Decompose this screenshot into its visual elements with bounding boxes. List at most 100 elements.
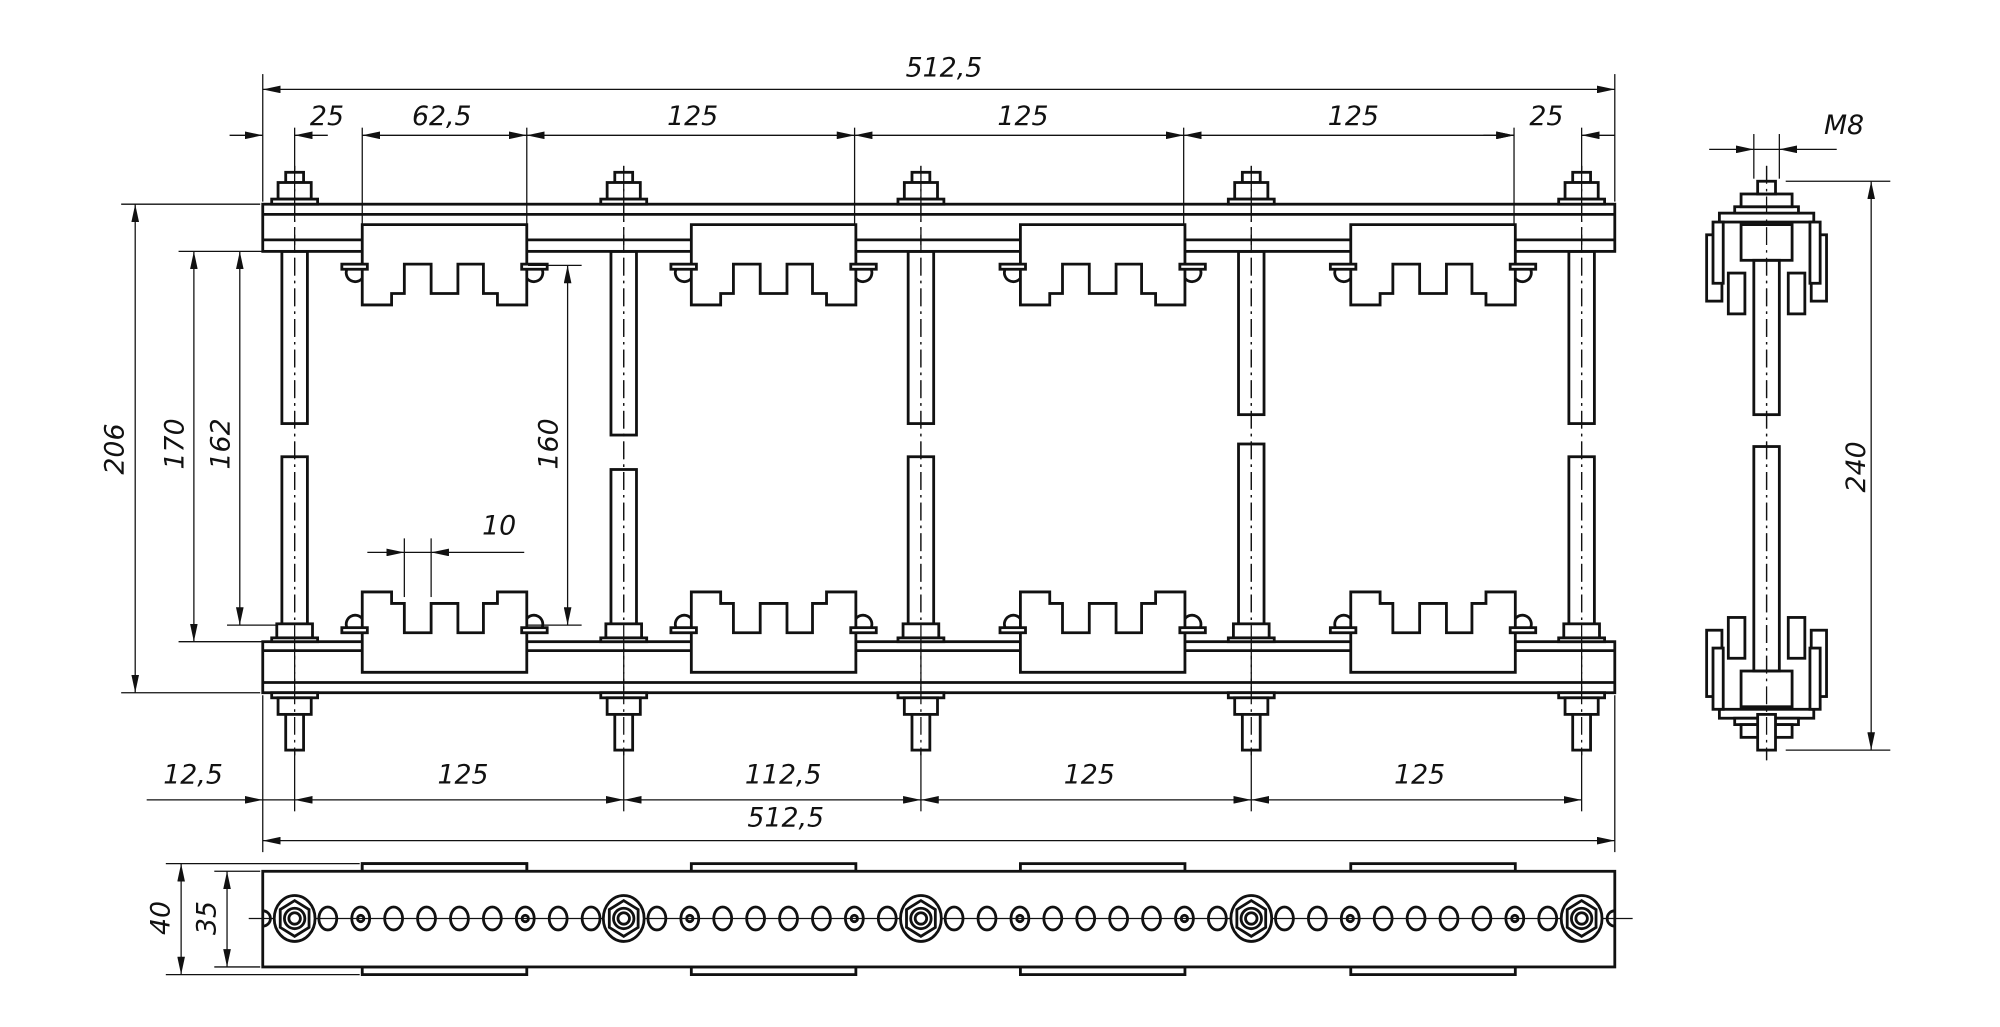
plan-hole-bolted <box>1504 905 1526 932</box>
clamp-screw-head <box>344 268 364 284</box>
dim-slot-width: 10 <box>482 511 516 542</box>
top-clamp <box>689 223 858 307</box>
dim-top-seg-6: 25 <box>1529 101 1563 132</box>
clamp-screw-head <box>854 613 874 629</box>
clamp-washer <box>1508 262 1538 271</box>
plan-hole-bolted <box>844 905 865 932</box>
plan-nut-bore <box>283 906 307 931</box>
clamp-washer <box>669 626 698 635</box>
plan-hole <box>943 905 965 932</box>
side-clamp-block <box>1786 616 1807 660</box>
plan-nut-hex-icon <box>905 898 937 938</box>
plan-hole-bolt <box>520 913 530 924</box>
plan-bolt-end <box>1574 911 1589 926</box>
dim-thread: M8 <box>1824 110 1864 141</box>
plan-hole <box>1207 905 1228 932</box>
bottom-clamp <box>360 590 529 674</box>
plan-hole <box>1042 905 1064 932</box>
plan-bolt-end <box>913 911 929 926</box>
clamp-screw-head <box>1003 268 1022 284</box>
dimension-lines <box>121 74 1891 976</box>
plan-hole <box>580 905 602 932</box>
clamp-washer <box>998 626 1027 635</box>
clamp-washer <box>1178 626 1207 635</box>
plan-hole <box>646 905 668 932</box>
dim-bottom-seg-1: 12,5 <box>163 759 223 790</box>
plan-nut-hex-icon <box>1565 898 1598 938</box>
clamp-screw-head <box>525 268 545 284</box>
clamp-washer <box>1178 262 1207 271</box>
plan-bolt-end <box>616 911 631 926</box>
clamp-screw-head <box>525 613 545 629</box>
dim-bottom-seg-2: 125 <box>438 759 489 790</box>
plan-hole-bolted <box>1009 905 1031 932</box>
plan-nut-hex-icon <box>607 898 640 938</box>
clamp-screw-head <box>344 613 364 629</box>
dim-overall-width-bottom: 512,5 <box>747 803 824 834</box>
top-clamp <box>1019 223 1187 307</box>
clamp-washer <box>340 626 369 635</box>
plan-hole <box>712 905 734 932</box>
plan-hole <box>416 905 437 932</box>
plan-hole <box>876 905 898 932</box>
dim-bottom-seg-3: 112,5 <box>745 759 822 790</box>
plan-hole <box>1537 905 1559 932</box>
clamp-screw-head <box>1333 268 1352 284</box>
plan-hole <box>811 905 832 932</box>
clamp-screw-head <box>1514 268 1533 284</box>
plan-nut-bore <box>1570 906 1594 931</box>
side-profile-wall <box>1808 220 1822 285</box>
plan-nut-bore <box>612 906 636 931</box>
dim-height-206: 206 <box>100 424 131 475</box>
clamp-washer <box>998 262 1027 271</box>
plan-hole <box>1471 905 1493 932</box>
side-clamp-block <box>1726 616 1747 660</box>
dim-height-160: 160 <box>533 418 564 469</box>
dim-bottom-seg-5: 125 <box>1394 759 1445 790</box>
plan-hole-bolt <box>1015 913 1025 924</box>
plan-hole <box>1274 905 1295 932</box>
clamp-washer <box>849 626 878 635</box>
plan-hole-bolted <box>514 905 536 932</box>
clamp-washer <box>669 262 698 271</box>
dim-height-162: 162 <box>206 418 237 469</box>
clamp-washer <box>1508 626 1538 635</box>
dim-top-seg-3: 125 <box>667 101 718 132</box>
dim-top-seg-5: 125 <box>1328 101 1379 132</box>
dim-top-seg-1: 25 <box>310 101 344 132</box>
plan-hole <box>449 905 470 932</box>
side-clamp-block <box>1726 271 1747 316</box>
plan-hole-bolt <box>356 913 366 924</box>
plan-hole <box>547 905 569 932</box>
plan-hole <box>1307 905 1328 932</box>
clamp-washer <box>849 262 878 271</box>
plan-hole-bolted <box>1174 905 1195 932</box>
plan-hole-bolt <box>1345 913 1355 924</box>
clamp-screw-head <box>854 268 874 284</box>
plan-hole <box>976 905 998 932</box>
plan-bolt-end <box>1244 911 1259 926</box>
dim-top-seg-2: 62,5 <box>412 101 472 132</box>
plan-bolt-end <box>287 911 302 926</box>
plan-hole <box>1108 905 1129 932</box>
clamp-screw-head <box>1183 613 1203 629</box>
dim-bottom-seg-4: 125 <box>1064 759 1115 790</box>
clamp-washer <box>520 262 549 271</box>
plan-hole-bolt <box>1179 913 1190 924</box>
plan-hole <box>383 905 404 932</box>
plan-hole <box>1075 905 1097 932</box>
dim-plan-width-outer: 40 <box>146 901 177 935</box>
clamp-screw-head <box>673 268 693 284</box>
side-profile-wall <box>1711 646 1725 711</box>
clamp-washer <box>1328 626 1358 635</box>
dim-overall-width-top: 512,5 <box>906 53 983 84</box>
top-clamp <box>1349 223 1517 307</box>
clamp-screw-head <box>673 613 693 629</box>
plan-nut-hex-icon <box>278 898 311 938</box>
dim-height-170: 170 <box>160 418 191 469</box>
plan-nut-hex-icon <box>1235 898 1268 938</box>
plan-hole <box>1405 905 1427 932</box>
plan-nut-bore <box>1239 906 1263 931</box>
plan-hole-bolted <box>1339 905 1361 932</box>
